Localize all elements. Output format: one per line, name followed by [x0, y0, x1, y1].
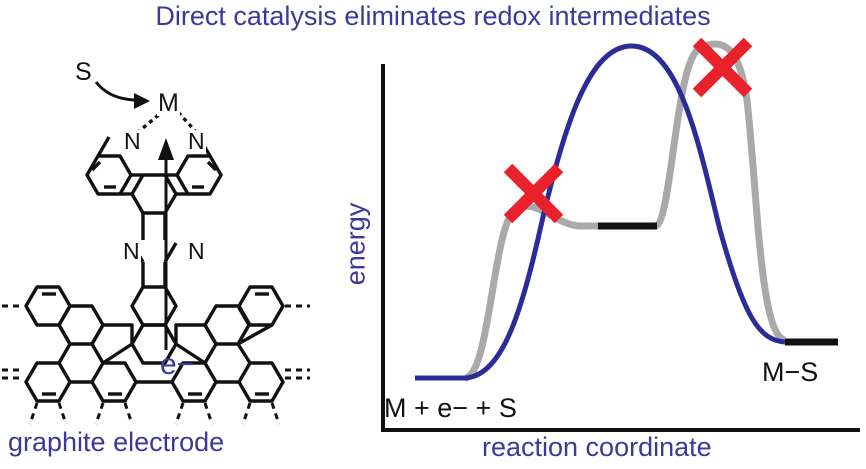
metal-atom: M	[157, 89, 180, 117]
product-state-label: M−S	[762, 357, 819, 387]
graphite-lattice	[24, 110, 285, 403]
substrate-binding-arrow	[94, 81, 150, 109]
electron-transfer-arrow	[158, 138, 174, 350]
pyrazine-nitrogen-right: N	[187, 238, 206, 264]
pyrazine-nitrogen-left: N	[122, 238, 141, 264]
phen-nitrogen-left: N	[123, 128, 142, 154]
start-state-label: M + e− + S	[384, 393, 517, 423]
energy-axes	[381, 64, 860, 432]
lattice-extension-bonds	[2, 304, 310, 425]
blocked-intermediate-cross-1	[503, 163, 564, 224]
stepwise-intermediate-levels	[598, 222, 838, 346]
substrate-atom: S	[74, 58, 93, 86]
diagram-title: Direct catalysis eliminates redox interm…	[155, 1, 711, 31]
blocked-intermediate-cross-2	[692, 37, 753, 98]
x-axis-label: reaction coordinate	[482, 432, 712, 462]
electron-label: e−	[160, 348, 195, 381]
electrode-label: graphite electrode	[8, 427, 225, 457]
y-axis-label: energy	[340, 202, 371, 286]
phen-nitrogen-right: N	[187, 128, 206, 154]
direct-energy-path	[415, 43, 786, 381]
